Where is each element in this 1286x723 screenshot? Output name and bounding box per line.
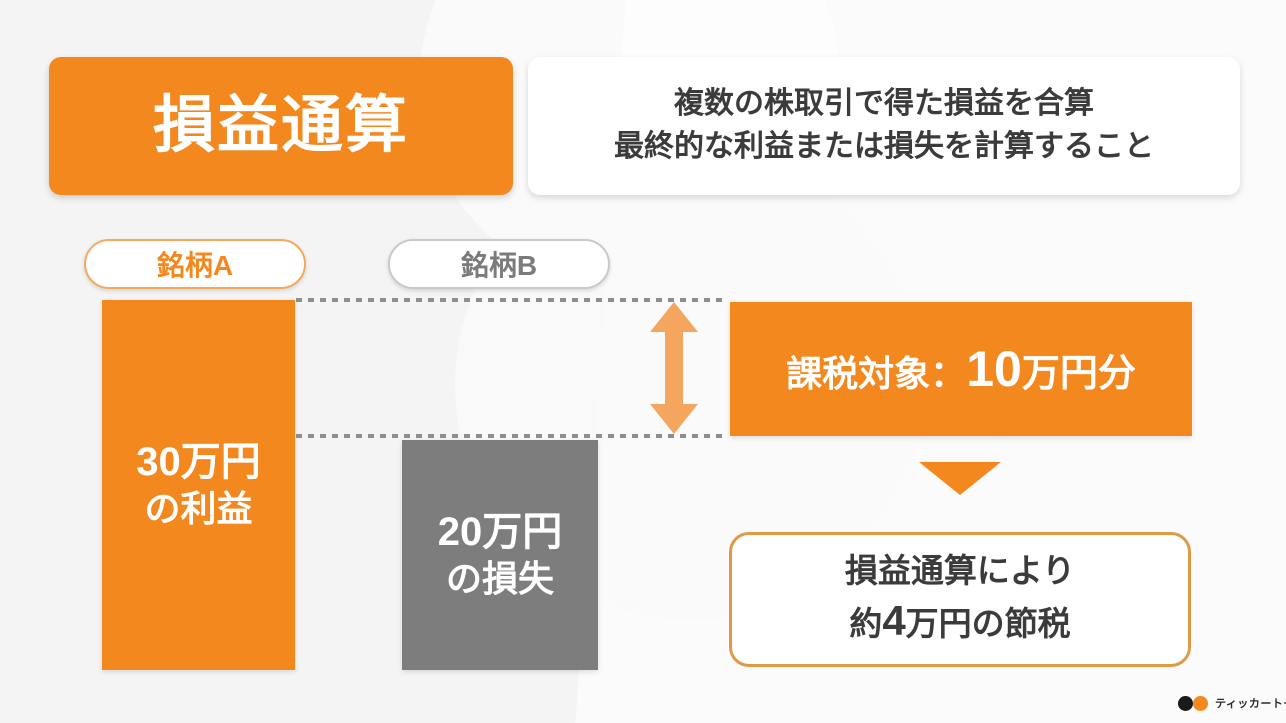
result-line-2: 約 4 万円の節税 — [849, 593, 1070, 650]
bar-loss-sub: の損失 — [445, 558, 554, 600]
taxable-amount-text: 課税対象： 10 万円分 — [786, 340, 1136, 398]
logo-text: ティッカートーク — [1215, 698, 1286, 710]
taxable-label: 課税対象： — [786, 353, 967, 394]
taxable-amount-box: 課税対象： 10 万円分 — [730, 302, 1192, 436]
taxable-unit: 万円分 — [1021, 353, 1136, 395]
result-suffix: 万円の節税 — [905, 605, 1071, 643]
logo-dot-orange-icon — [1193, 695, 1208, 711]
pill-stock-b: 銘柄B — [388, 239, 610, 289]
title-badge: 損益通算 — [49, 57, 513, 195]
result-line-1: 損益通算により — [844, 551, 1076, 589]
pill-stock-a-label: 銘柄A — [156, 250, 234, 281]
description-line-2: 最終的な利益または損失を計算すること — [614, 130, 1154, 163]
taxable-number: 10 — [966, 341, 1022, 397]
title-badge-label: 損益通算 — [152, 91, 409, 160]
pill-stock-a: 銘柄A — [84, 239, 306, 289]
logo-mark-icon — [1178, 695, 1209, 711]
double-arrow-icon — [646, 302, 702, 434]
bar-loss-amount: 20万円 — [437, 509, 563, 554]
logo-dot-black-icon — [1178, 695, 1193, 711]
result-box: 損益通算により 約 4 万円の節税 — [729, 532, 1191, 667]
bar-profit-stock-a: 30万円 の利益 — [102, 300, 295, 670]
bar-loss-stock-b: 20万円 の損失 — [402, 440, 598, 670]
guide-line-top — [296, 298, 728, 302]
bar-profit-sub: の利益 — [144, 488, 253, 530]
guide-line-bottom — [296, 434, 728, 438]
brand-logo: ティッカートーク — [1178, 695, 1286, 711]
result-number: 4 — [882, 597, 906, 645]
result-prefix: 約 — [849, 605, 883, 643]
bar-profit-amount: 30万円 — [136, 439, 261, 484]
description-line-1: 複数の株取引で得た損益を合算 — [674, 87, 1094, 121]
description-card: 複数の株取引で得た損益を合算 最終的な利益または損失を計算すること — [528, 57, 1240, 195]
pill-stock-b-label: 銘柄B — [460, 250, 538, 281]
arrow-down-triangle-icon — [919, 462, 1001, 495]
